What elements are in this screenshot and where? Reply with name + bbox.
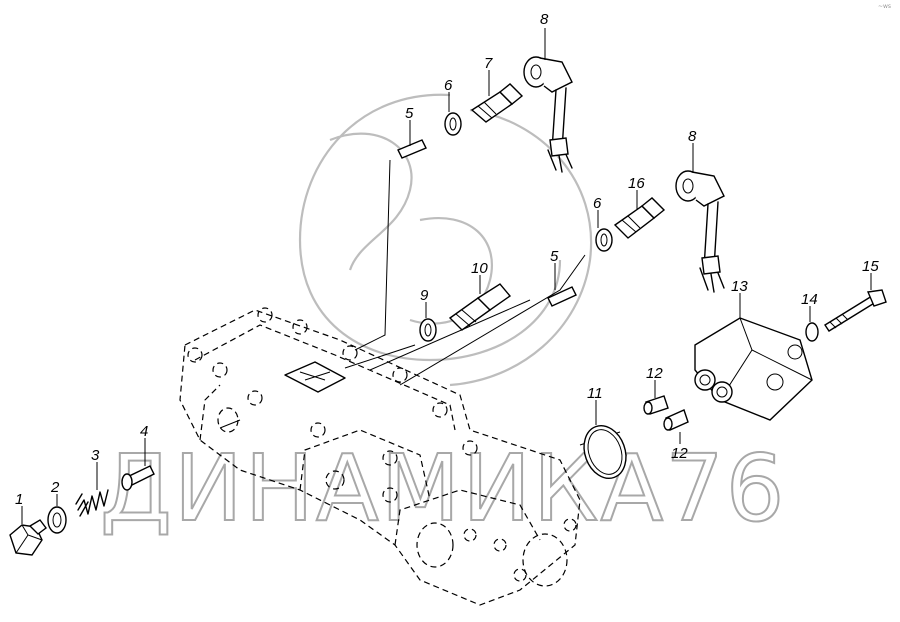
callout-lines [21,28,872,524]
leader-lines [219,159,621,446]
plug-1 [9,519,47,556]
label-12-bottom: 12 [671,445,688,462]
label-16: 16 [628,175,645,192]
label-5-mid: 5 [550,248,559,265]
pin-5-top [397,139,427,159]
washer-2 [47,506,67,534]
valve-body-13 [694,317,813,421]
label-9: 9 [420,287,429,304]
label-7: 7 [484,55,493,72]
bolt-15 [824,289,887,332]
connector-8-mid [675,170,725,293]
label-2: 2 [50,479,60,496]
watermark-logo [298,93,593,387]
label-6-mid: 6 [593,195,602,212]
label-15: 15 [862,258,879,275]
sensor-7 [470,83,524,123]
label-4: 4 [140,423,148,440]
label-1: 1 [15,491,23,508]
label-8-top: 8 [540,11,549,28]
plug-12-top [643,395,669,415]
connector-8-top [523,56,573,173]
washer-6-mid [595,228,613,252]
label-10: 10 [471,260,488,277]
plug-12-bottom [663,409,689,431]
label-3: 3 [91,447,100,464]
label-8-mid: 8 [688,128,697,145]
corner-mark: ~ws [878,3,891,10]
label-6-top: 6 [444,77,453,94]
washer-6-top [444,112,462,136]
sensor-10 [448,283,512,331]
housing [179,307,581,606]
sensor-16 [613,197,666,239]
label-13: 13 [731,278,748,295]
pin-5-mid [547,286,577,307]
label-12-top: 12 [646,365,663,382]
washer-14 [805,322,819,342]
label-14: 14 [801,291,818,308]
label-11: 11 [587,385,603,402]
washer-9 [419,318,437,342]
spring-3 [75,489,109,517]
label-5-top: 5 [405,105,414,122]
pin-4 [121,465,155,491]
